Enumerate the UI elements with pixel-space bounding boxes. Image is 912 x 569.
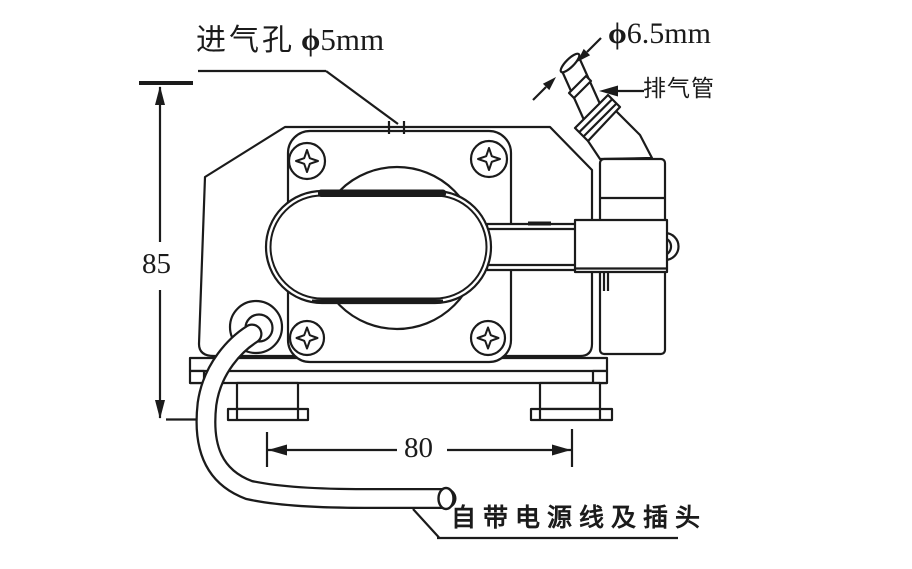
pump-cover <box>264 189 493 305</box>
arrow-up-icon <box>155 86 165 105</box>
intake-diameter-value: 5mm <box>320 22 385 57</box>
exhaust-callouts <box>532 37 644 101</box>
arrow-down-icon <box>155 400 165 419</box>
arrow-left-icon <box>599 85 618 97</box>
base-right-tab <box>591 369 609 385</box>
right-foot-pad <box>529 407 614 422</box>
exhaust-pipe-label: 排气管 <box>643 76 715 101</box>
power-cord-leader <box>412 508 678 540</box>
screw-top-left-icon <box>287 141 327 181</box>
pipe-coupler <box>573 218 669 274</box>
arrow-left-icon <box>268 444 287 456</box>
cover-top-thick-edge <box>318 189 446 197</box>
screw-bottom-right-icon <box>469 319 507 357</box>
dia-arrow-lower-icon <box>542 77 556 91</box>
phi-symbol: ϕ <box>608 17 627 50</box>
outlet-pipe <box>485 222 580 272</box>
power-cable <box>195 323 457 511</box>
left-foot-pad <box>226 407 310 422</box>
right-foot <box>538 381 602 411</box>
intake-leader <box>198 69 406 134</box>
left-foot <box>235 381 300 411</box>
height-dimension-value: 85 <box>142 248 171 280</box>
screw-top-right-icon <box>469 139 509 179</box>
width-dimension <box>265 429 574 467</box>
valve-block-assembly <box>485 157 680 356</box>
intake-label-text: 进气孔 <box>196 24 295 57</box>
width-dimension-value: 80 <box>404 432 433 464</box>
tube-ring-band <box>567 74 593 100</box>
tube-end-cap <box>559 52 581 74</box>
power-cord-label: 自带电源线及插头 <box>451 505 708 532</box>
height-dimension <box>139 81 197 421</box>
cable-end-cap <box>437 486 455 511</box>
exhaust-diameter-value: 6.5mm <box>626 17 711 50</box>
dia-arrow-upper-icon <box>577 48 591 62</box>
base-and-feet <box>188 356 614 422</box>
exhaust-diameter-label: ϕ6.5mm <box>608 19 711 49</box>
exhaust-tube-assembly <box>559 52 622 143</box>
screw-bottom-left-icon <box>288 319 326 357</box>
phi-symbol: ϕ <box>301 22 321 57</box>
arrow-right-icon <box>552 444 571 456</box>
